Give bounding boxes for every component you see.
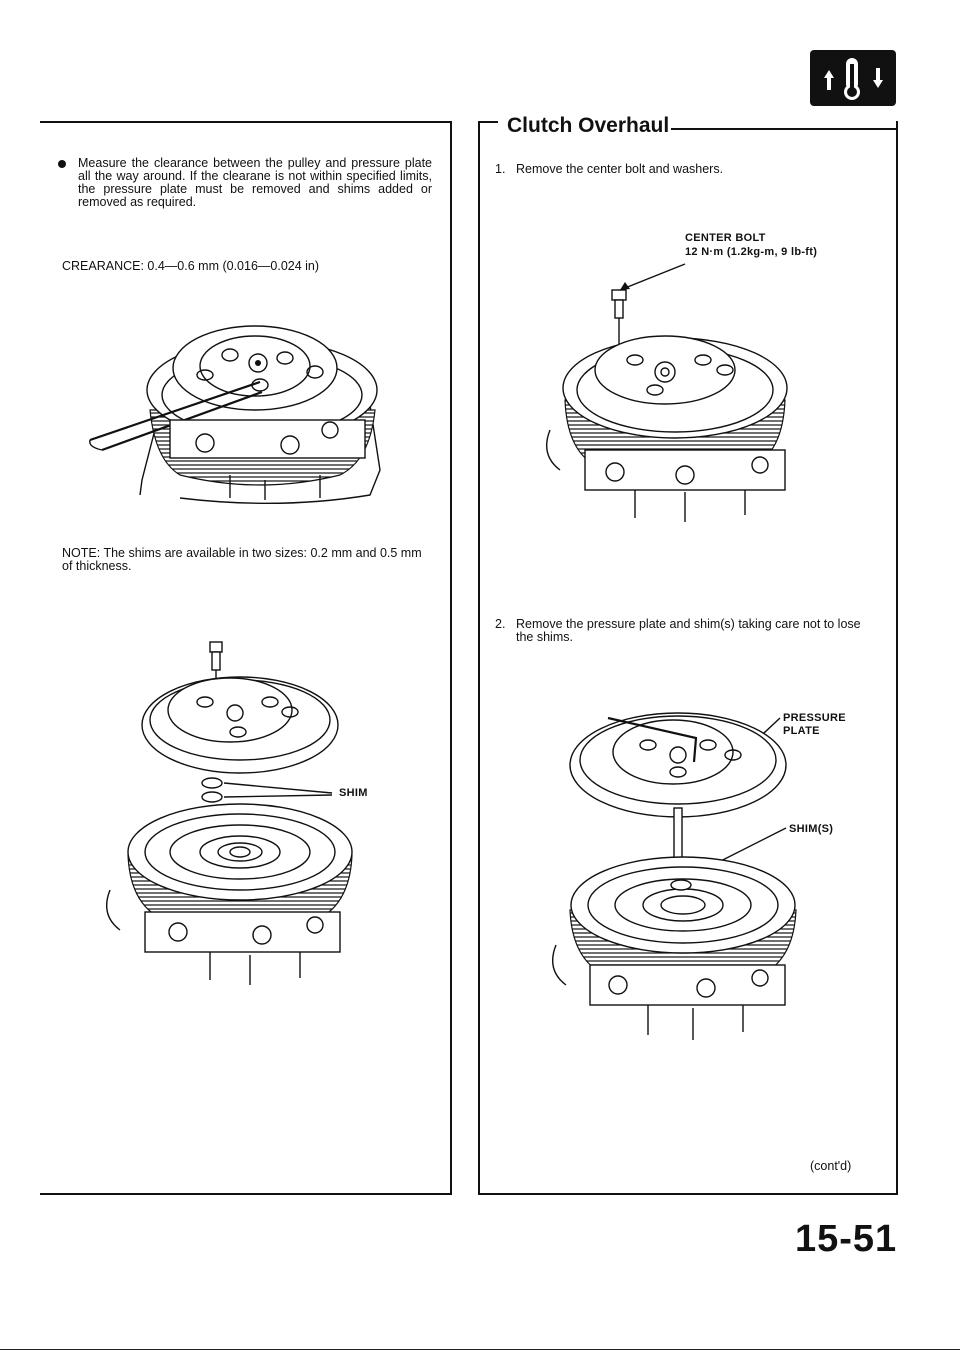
left-paragraph-block: Measure the clearance between the pulley… [58, 156, 432, 209]
continued-note: (cont'd) [810, 1159, 852, 1173]
title-rule-left [478, 121, 498, 123]
shims-label: SHIM(S) [789, 823, 834, 835]
measure-paragraph: Measure the clearance between the pulley… [78, 156, 432, 209]
section-icon [810, 50, 896, 106]
step2-number: 2. [495, 617, 506, 631]
step1-text: Remove the center bolt and washers. [516, 162, 724, 176]
shim-label: SHIM [339, 787, 368, 799]
page-number: 15-51 [795, 1218, 898, 1260]
left-panel [40, 121, 452, 1195]
pressure-plate-label-2: PLATE [783, 725, 820, 737]
shim-note: NOTE: The shims are available in two siz… [62, 546, 422, 573]
title-rule [617, 128, 898, 130]
bullet-icon [58, 160, 66, 168]
step1-number: 1. [495, 162, 506, 176]
pressure-plate-removal-illustration [552, 712, 797, 1040]
center-bolt-illustration [546, 263, 788, 522]
section-title: Clutch Overhaul [505, 114, 672, 138]
pressure-plate-label-1: PRESSURE [783, 712, 846, 724]
right-panel [478, 121, 898, 1195]
center-bolt-torque: 12 N·m (1.2kg-m, 9 lb-ft) [685, 246, 818, 258]
shim-exploded-illustration [106, 641, 353, 985]
footer-rule [0, 1349, 960, 1350]
clearance-spec: CREARANCE: 0.4—0.6 mm (0.016—0.024 in) [62, 259, 320, 273]
center-bolt-label: CENTER BOLT [685, 232, 766, 244]
thermometer-arrows-icon [824, 58, 883, 100]
step2-text: Remove the pressure plate and shim(s) ta… [516, 617, 861, 644]
pulley-measure-illustration [89, 325, 381, 505]
